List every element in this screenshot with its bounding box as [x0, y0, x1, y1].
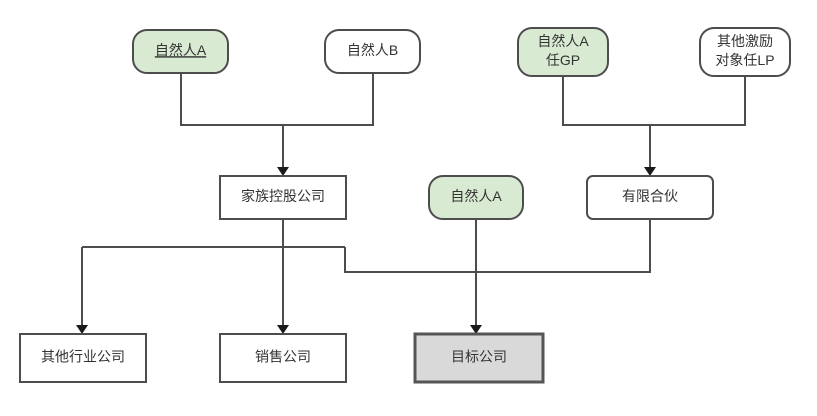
arrowhead-icon — [470, 325, 482, 334]
connector-line — [81, 219, 345, 326]
node-box[interactable] — [517, 27, 609, 77]
edge-person-a-gp-to-partnership — [562, 76, 650, 126]
connector-line — [562, 76, 650, 126]
node-target-company[interactable]: 目标公司 — [413, 332, 545, 384]
edge-person-a-to-family-holding — [180, 73, 283, 126]
node-limited-partnership[interactable]: 有限合伙 — [586, 175, 714, 220]
node-box[interactable] — [132, 29, 229, 74]
edge-bus-to-partnership — [644, 125, 656, 176]
connector-line — [650, 76, 746, 126]
node-box[interactable] — [699, 27, 791, 77]
edge-family-holding-to-partnership-bus — [344, 219, 651, 273]
node-label: 有限合伙 — [622, 188, 678, 204]
connector-line — [344, 219, 651, 273]
node-label: 家族控股公司 — [241, 188, 325, 204]
arrowhead-icon — [277, 325, 289, 334]
node-sales-company[interactable]: 销售公司 — [219, 333, 347, 383]
arrowhead-icon — [76, 325, 88, 334]
node-natural-person-a-gp[interactable]: 自然人A 任GP — [517, 27, 609, 77]
edge-person-b-to-family-holding — [283, 73, 374, 126]
node-label: 任GP — [546, 52, 580, 68]
edges-layer — [76, 73, 746, 334]
node-label: 其他行业公司 — [41, 349, 125, 365]
edge-other-lp-to-partnership — [650, 76, 746, 126]
node-label: 自然人A — [537, 33, 589, 49]
node-family-holding-company[interactable]: 家族控股公司 — [219, 175, 347, 220]
node-label: 对象任LP — [715, 52, 774, 68]
edge-family-holding-to-sales — [277, 247, 289, 334]
node-label: 销售公司 — [255, 349, 311, 365]
arrowhead-icon — [644, 167, 656, 176]
node-other-industry-company[interactable]: 其他行业公司 — [19, 333, 147, 383]
edge-family-holding-to-other-industry — [76, 219, 345, 334]
node-box[interactable] — [428, 175, 524, 220]
node-box[interactable] — [324, 29, 421, 74]
node-label: 自然人A — [450, 188, 502, 204]
connector-line — [180, 73, 283, 126]
node-box[interactable] — [219, 175, 347, 220]
edge-bus-to-family-holding — [277, 125, 289, 176]
node-natural-person-a-top[interactable]: 自然人A — [132, 29, 229, 74]
arrowhead-icon — [277, 167, 289, 176]
node-label: 其他激励 — [717, 33, 773, 49]
node-natural-person-b[interactable]: 自然人B — [324, 29, 421, 74]
node-box[interactable] — [586, 175, 714, 220]
node-box[interactable] — [219, 333, 347, 383]
node-box[interactable] — [413, 332, 545, 384]
node-box[interactable] — [19, 333, 147, 383]
node-label: 自然人A — [155, 42, 207, 58]
node-label: 目标公司 — [451, 349, 507, 365]
edge-person-a-mid-to-target — [470, 219, 482, 334]
node-label: 自然人B — [347, 42, 398, 58]
connector-line — [283, 73, 374, 126]
node-natural-person-a-mid[interactable]: 自然人A — [428, 175, 524, 220]
